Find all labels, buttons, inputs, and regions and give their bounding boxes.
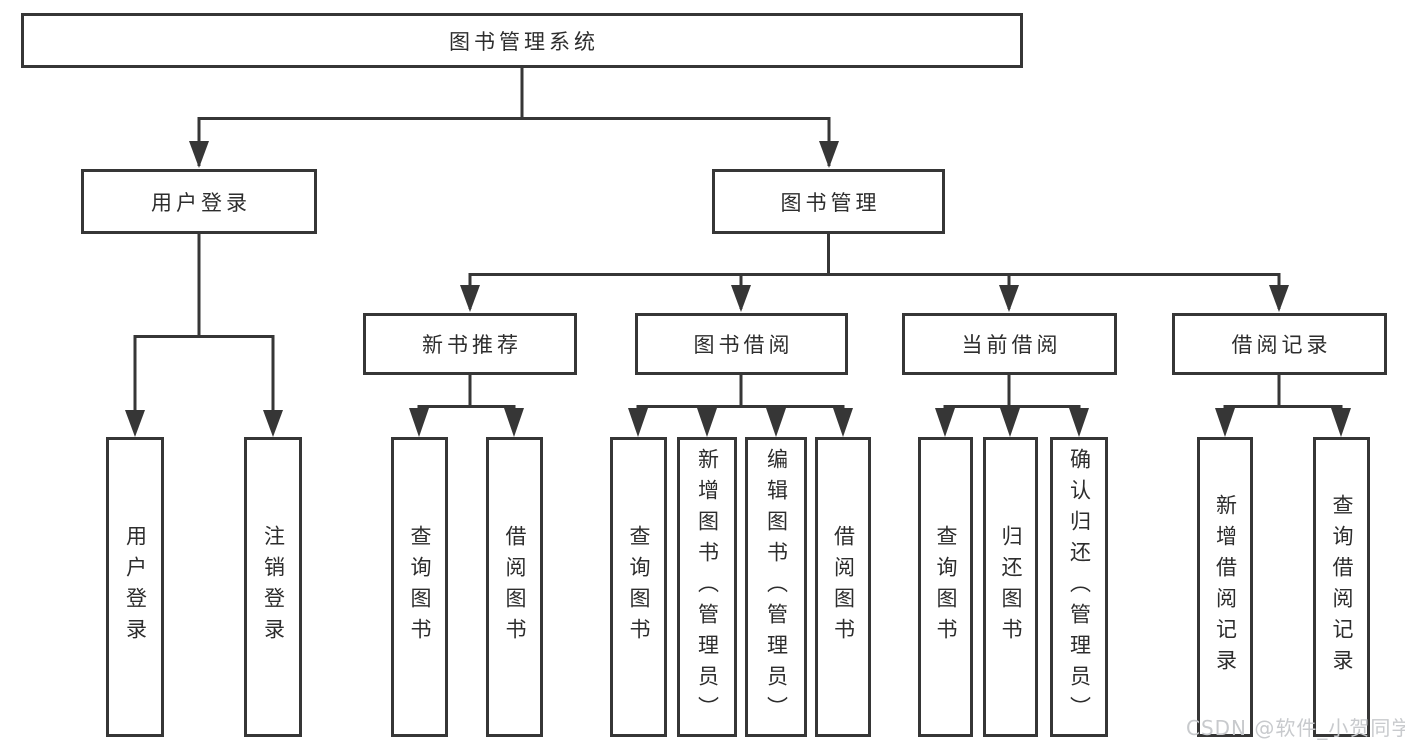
leaf-borrow-books-2: 借阅图书 [815, 437, 871, 737]
node-new-book-recommend: 新书推荐 [363, 313, 577, 375]
leaf-query-books-3-label: 查询图书 [934, 525, 958, 649]
leaf-query-borrow-record: 查询借阅记录 [1313, 437, 1370, 737]
leaf-query-borrow-record-label: 查询借阅记录 [1330, 494, 1354, 680]
leaf-return-books-label: 归还图书 [999, 525, 1023, 649]
node-book-borrow-label: 图书借阅 [693, 333, 794, 357]
arrowhead [999, 285, 1019, 312]
leaf-add-books-admin: 新增图书（管理员） [677, 437, 737, 737]
leaf-confirm-return-admin: 确认归还（管理员） [1050, 437, 1108, 737]
node-user-login-branch: 用户登录 [81, 169, 317, 234]
node-root-label: 图书管理系统 [449, 29, 599, 54]
node-current-borrow-label: 当前借阅 [961, 333, 1062, 357]
arrowhead [833, 408, 853, 437]
leaf-user-login: 用户登录 [106, 437, 164, 737]
leaf-add-books-admin-label: 新增图书（管理员） [695, 447, 720, 727]
leaf-confirm-return-admin-label: 确认归还（管理员） [1067, 447, 1092, 727]
leaf-borrow-books-1: 借阅图书 [486, 437, 543, 737]
arrowhead [1000, 408, 1020, 437]
leaf-borrow-books-2-label: 借阅图书 [831, 525, 856, 649]
leaf-query-books-1: 查询图书 [391, 437, 448, 737]
arrowhead [504, 408, 524, 437]
leaf-borrow-books-1-label: 借阅图书 [503, 525, 527, 649]
leaf-logout-label: 注销登录 [261, 525, 286, 649]
leaf-user-login-label: 用户登录 [123, 525, 148, 649]
node-new-book-recommend-label: 新书推荐 [422, 333, 522, 357]
leaf-edit-books-admin: 编辑图书（管理员） [745, 437, 807, 737]
arrowhead [935, 408, 955, 437]
arrowhead [263, 410, 283, 437]
arrowhead [628, 408, 648, 437]
node-root: 图书管理系统 [21, 13, 1023, 68]
arrowhead [819, 141, 839, 168]
arrowhead [731, 285, 751, 312]
arrowhead [1331, 408, 1351, 437]
arrowhead [1269, 285, 1289, 312]
node-book-management-branch: 图书管理 [712, 169, 945, 234]
node-borrow-records: 借阅记录 [1172, 313, 1387, 375]
arrowhead [1069, 408, 1089, 437]
arrowhead [125, 410, 145, 437]
node-current-borrow: 当前借阅 [902, 313, 1117, 375]
leaf-edit-books-admin-label: 编辑图书（管理员） [764, 447, 789, 727]
arrowhead [766, 408, 786, 437]
node-book-borrow: 图书借阅 [635, 313, 848, 375]
leaf-query-books-1-label: 查询图书 [408, 525, 432, 649]
arrowhead [409, 408, 429, 437]
arrowhead [189, 141, 209, 168]
leaf-add-borrow-record: 新增借阅记录 [1197, 437, 1253, 737]
node-user-login-branch-label: 用户登录 [151, 190, 251, 215]
node-book-management-branch-label: 图书管理 [780, 190, 881, 215]
leaf-logout: 注销登录 [244, 437, 302, 737]
leaf-query-books-2-label: 查询图书 [627, 525, 651, 649]
csdn-watermark: CSDN @软件_小贺同学 [1186, 716, 1405, 740]
node-borrow-records-label: 借阅记录 [1231, 333, 1332, 357]
arrowhead [697, 408, 717, 437]
arrowhead [460, 285, 480, 312]
leaf-query-books-2: 查询图书 [610, 437, 667, 737]
leaf-add-borrow-record-label: 新增借阅记录 [1213, 494, 1238, 680]
arrowhead [1215, 408, 1235, 437]
leaf-return-books: 归还图书 [983, 437, 1038, 737]
leaf-query-books-3: 查询图书 [918, 437, 973, 737]
